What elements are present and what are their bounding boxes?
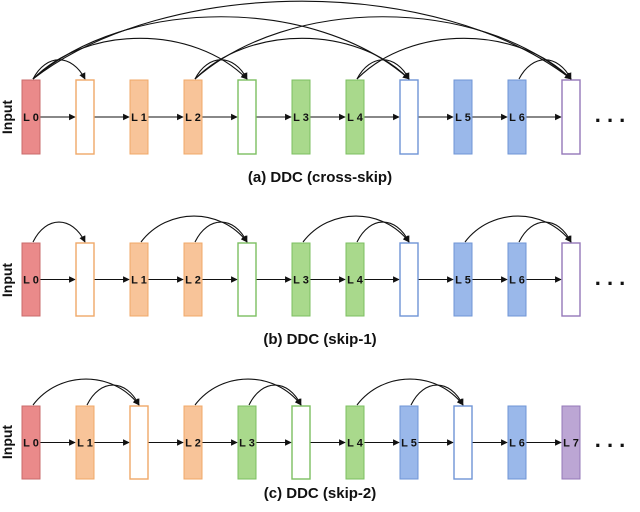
layer-label: L 6: [509, 275, 525, 287]
diagram-panel-2: Input L 0 L 1 L 2 L 3 L 4 L 5 L 6 . . . (b) DDC (…: [0, 215, 626, 348]
concat-block: [399, 242, 419, 317]
skip-connection-arc: [194, 378, 302, 406]
skip-connection-arc: [518, 59, 572, 80]
layer-label: L 0: [23, 275, 39, 287]
layer-block: [399, 405, 419, 480]
layer-label: L 3: [239, 438, 255, 450]
ellipsis: . . .: [595, 427, 626, 452]
input-label: Input: [0, 263, 15, 298]
layer-block: [183, 242, 203, 317]
ellipsis: . . .: [595, 265, 626, 290]
layer-label: L 5: [455, 275, 471, 287]
layer-block: [291, 242, 311, 317]
skip-connection-arc: [32, 221, 86, 243]
layer-label: L 1: [131, 275, 147, 287]
layer-label: L 2: [185, 438, 201, 450]
layer-label: L 5: [455, 112, 471, 124]
skip-connection-arc: [356, 37, 572, 80]
layer-block: [561, 405, 581, 480]
layer-block: [129, 242, 149, 317]
layer-block: [345, 242, 365, 317]
layer-block: [183, 79, 203, 155]
layer-label: L 3: [293, 275, 309, 287]
layer-label: L 7: [563, 438, 579, 450]
layer-label: L 5: [401, 438, 417, 450]
concat-block: [75, 242, 95, 317]
skip-connection-arc: [140, 215, 248, 243]
layer-label: L 3: [293, 112, 309, 124]
layer-block: [291, 79, 311, 155]
skip-connection-arc: [194, 221, 248, 243]
layer-block: [507, 405, 527, 480]
concat-block: [237, 79, 257, 155]
layer-block: [21, 242, 41, 317]
layer-label: L 4: [347, 438, 364, 450]
layer-block: [345, 79, 365, 155]
layer-label: L 4: [347, 112, 364, 124]
diagram-caption: (b) DDC (skip-1): [263, 331, 376, 348]
diagram-panel-1: Input L 0 L 1 L 2 L 3 L 4 L 5 L 6 . . . (a) DDC (…: [0, 0, 626, 186]
layer-label: L 2: [185, 275, 201, 287]
concat-block: [561, 242, 581, 317]
layer-label: L 6: [509, 438, 525, 450]
skip-connection-arc: [32, 378, 140, 406]
skip-connection-arc: [32, 16, 410, 80]
layer-block: [237, 405, 257, 480]
input-label: Input: [0, 425, 15, 460]
layer-label: L 0: [23, 438, 39, 450]
concat-block: [237, 242, 257, 317]
layer-label: L 1: [131, 112, 147, 124]
diagram-caption: (a) DDC (cross-skip): [248, 169, 392, 186]
ellipsis: . . .: [595, 102, 626, 127]
skip-connection-arc: [86, 384, 140, 406]
diagram-panel-3: Input L 0 L 1 L 2 L 3 L 4 L 5 L 6 L 7 . . . (c) DD…: [0, 378, 626, 502]
layer-block: [507, 79, 527, 155]
skip-connection-arc: [32, 59, 86, 80]
concat-block: [453, 405, 473, 480]
skip-connection-arc: [248, 384, 302, 406]
layer-block: [75, 405, 95, 480]
layer-block: [183, 405, 203, 480]
concat-block: [561, 79, 581, 155]
skip-connection-arc: [356, 59, 410, 80]
diagram-caption: (c) DDC (skip-2): [264, 485, 377, 502]
skip-connection-arc: [356, 378, 464, 406]
layer-block: [345, 405, 365, 480]
layer-block: [21, 79, 41, 155]
skip-connection-arc: [32, 37, 248, 80]
skip-connection-arc: [410, 384, 464, 406]
layer-label: L 6: [509, 112, 525, 124]
skip-connection-arc: [32, 0, 572, 80]
concat-block: [75, 79, 95, 155]
skip-connection-arc: [356, 221, 410, 243]
concat-block: [291, 405, 311, 480]
layer-block: [129, 79, 149, 155]
layer-label: L 4: [347, 275, 364, 287]
skip-connection-arc: [464, 215, 572, 243]
layer-label: L 2: [185, 112, 201, 124]
layer-block: [21, 405, 41, 480]
skip-connection-arc: [194, 37, 410, 80]
concat-block: [399, 79, 419, 155]
skip-connection-arc: [194, 59, 248, 80]
skip-connection-arc: [194, 16, 572, 80]
input-label: Input: [0, 100, 15, 135]
concat-block: [129, 405, 149, 480]
layer-block: [453, 242, 473, 317]
layer-block: [507, 242, 527, 317]
layer-block: [453, 79, 473, 155]
skip-connection-arc: [302, 215, 410, 243]
layer-label: L 0: [23, 112, 39, 124]
skip-connection-arc: [518, 221, 572, 243]
layer-label: L 1: [77, 438, 93, 450]
